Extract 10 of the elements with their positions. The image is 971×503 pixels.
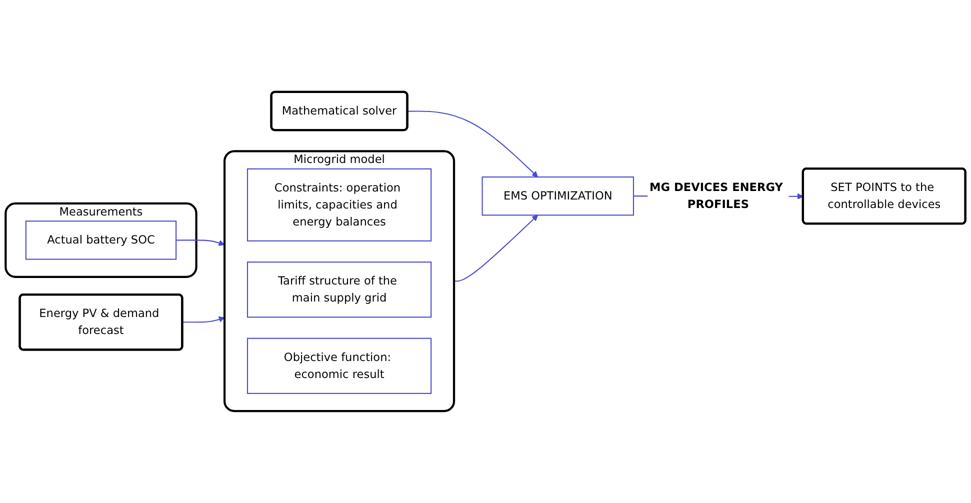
- arrow: [454, 214, 538, 282]
- node-box: Actual battery SOC: [25, 220, 177, 260]
- edge-label: MG DEVICES ENERGY PROFILES: [650, 180, 783, 211]
- arrow: [182, 316, 225, 323]
- node-box: Objective function: economic result: [246, 338, 432, 394]
- node-box: Tariff structure of the main supply grid: [246, 262, 432, 318]
- arrow: [176, 240, 225, 246]
- node-box: EMS OPTIMIZATION: [482, 176, 634, 216]
- node-box: Constraints: operation limits, capacities and energy balances: [246, 168, 432, 242]
- arrow: [408, 110, 538, 178]
